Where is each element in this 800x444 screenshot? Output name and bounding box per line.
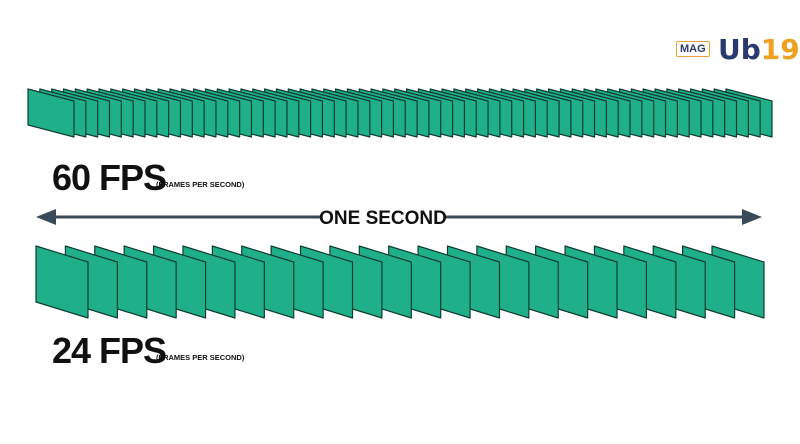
timeline-label: ONE SECOND <box>319 208 447 229</box>
logo-brand-accent: 19 <box>760 33 800 66</box>
mag-ub19-logo: MAG Ub19 <box>674 32 800 72</box>
one-second-timeline: ONE SECOND <box>36 208 762 229</box>
fps-60-sublabel: (FRAMES PER SECOND) <box>156 180 245 189</box>
frames-row-60fps <box>27 88 773 138</box>
arrow-right-icon <box>742 209 762 225</box>
logo-brand-text: Ub19 <box>718 32 800 68</box>
frame-card <box>35 245 89 319</box>
frame-card <box>27 88 75 138</box>
fps-60-label: 60 FPS <box>52 157 167 198</box>
fps-24-label: 24 FPS <box>52 330 167 371</box>
logo-brand-main: Ub <box>718 33 761 66</box>
logo-mag-badge: MAG <box>676 41 710 57</box>
fps-24-sublabel: (FRAMES PER SECOND) <box>156 353 245 362</box>
frames-row-24fps <box>35 245 765 319</box>
arrow-left-icon <box>36 209 56 225</box>
